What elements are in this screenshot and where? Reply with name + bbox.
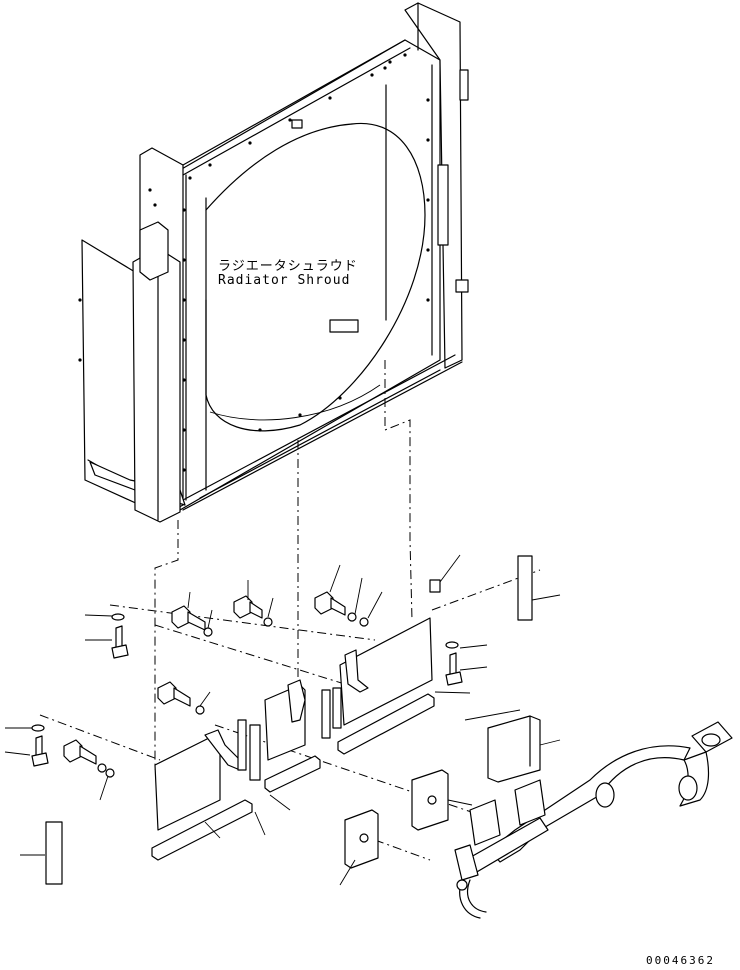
radiator-shroud (78, 2, 469, 523)
hose-assembly (454, 721, 733, 919)
document-number: 00046362 (646, 954, 715, 967)
mounting-brackets (45, 555, 533, 885)
rubber-mounts (344, 715, 541, 869)
assembly-centerlines (39, 360, 541, 861)
bolts-and-washers (31, 579, 463, 778)
part-label-japanese: ラジエータシュラウド (218, 259, 358, 274)
part-label-english: Radiator Shroud (218, 273, 351, 288)
leader-lines (4, 554, 561, 886)
